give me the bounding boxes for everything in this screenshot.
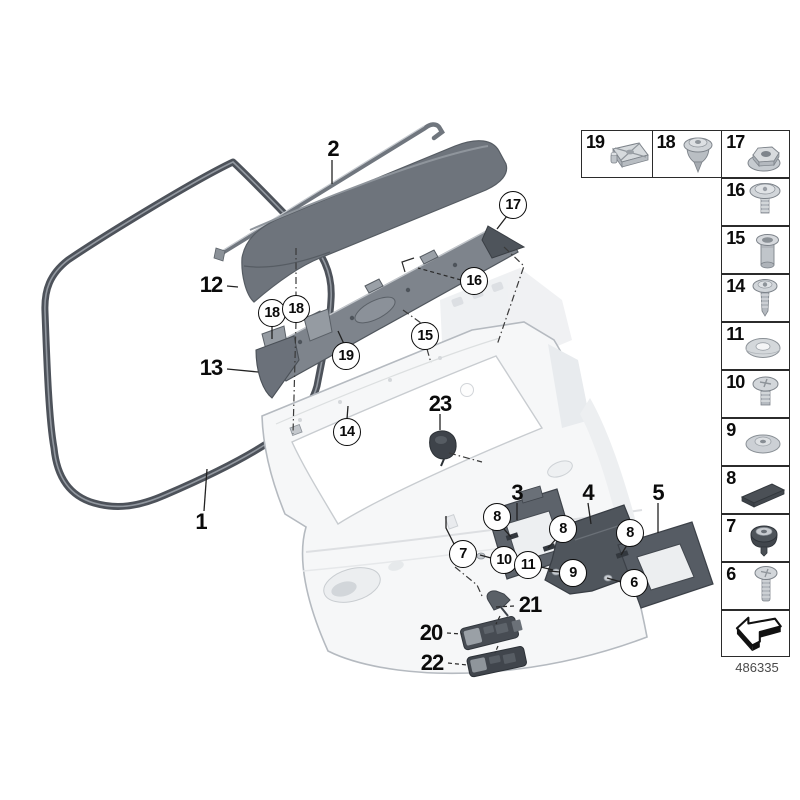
legend-cell-11[interactable]: 11 — [721, 322, 791, 370]
corner-cover-part — [255, 335, 300, 399]
callout-14[interactable]: 14 — [333, 418, 361, 446]
plate-lamp-part-20 — [460, 615, 523, 651]
legend-cell-18[interactable]: 18 — [651, 130, 723, 178]
callout-16[interactable]: 16 — [460, 267, 488, 295]
callout-12[interactable]: 12 — [199, 272, 224, 297]
legend-number: 6 — [726, 564, 736, 584]
callout-8[interactable]: 8 — [549, 515, 577, 543]
callout-13[interactable]: 13 — [199, 355, 224, 380]
callout-3[interactable]: 3 — [511, 480, 523, 505]
tailgate-body — [261, 321, 648, 675]
legend-cell-16[interactable]: 16 — [721, 178, 791, 226]
legend-cell-14[interactable]: 14 — [721, 274, 791, 322]
callout-4[interactable]: 4 — [582, 480, 594, 505]
callout-1[interactable]: 1 — [195, 509, 207, 534]
legend-cell-6[interactable]: 6 — [721, 562, 791, 610]
legend-number: 19 — [586, 132, 605, 152]
diagram-number: 486335 — [735, 660, 779, 675]
legend-number: 17 — [726, 132, 745, 152]
spoiler-trim-strip — [213, 122, 445, 262]
callout-17[interactable]: 17 — [499, 191, 527, 219]
callout-11[interactable]: 11 — [514, 551, 542, 579]
legend-number: 18 — [656, 132, 676, 152]
callout-20[interactable]: 20 — [419, 620, 444, 645]
callout-7[interactable]: 7 — [449, 540, 477, 568]
legend-cell-nav[interactable] — [721, 610, 791, 657]
callout-9[interactable]: 9 — [559, 559, 587, 587]
legend-cell-10[interactable]: 10 — [721, 370, 791, 418]
callout-21[interactable]: 21 — [518, 592, 543, 617]
legend-cell-7[interactable]: 7 — [721, 514, 791, 562]
callout-18[interactable]: 18 — [282, 295, 310, 323]
rear-spoiler-part — [241, 140, 508, 303]
callout-22[interactable]: 22 — [420, 650, 445, 675]
callout-19[interactable]: 19 — [332, 342, 360, 370]
flat-washer-icon — [745, 338, 781, 358]
legend-cell-17[interactable]: 17 — [721, 130, 791, 178]
adhesive-pad-icon — [741, 483, 786, 508]
callout-8[interactable]: 8 — [483, 503, 511, 531]
washer-head-screw-icon — [749, 183, 781, 214]
legend-number: 15 — [726, 228, 745, 248]
torx-screw-icon — [752, 279, 778, 317]
raised-washer-icon — [745, 434, 781, 454]
legend-cell-19[interactable]: 19 — [581, 130, 653, 178]
pan-head-screw-long-icon — [754, 566, 778, 602]
legend-number: 8 — [726, 468, 736, 488]
legend-number: 9 — [726, 420, 736, 440]
callout-23[interactable]: 23 — [428, 391, 453, 416]
callout-2[interactable]: 2 — [327, 136, 339, 161]
legend-number: 10 — [726, 372, 745, 392]
callout-15[interactable]: 15 — [411, 322, 439, 350]
legend-number: 16 — [726, 180, 745, 200]
spacer-sleeve-icon — [756, 234, 780, 269]
dashed-leader-lines — [417, 267, 515, 666]
pan-head-screw-short-icon — [752, 376, 779, 406]
callout-6[interactable]: 6 — [620, 569, 648, 597]
leader-lines — [203, 160, 659, 583]
clip-plate-icon — [610, 142, 649, 169]
legend-number: 11 — [726, 324, 744, 344]
flange-nut-icon — [747, 146, 781, 172]
window-aperture — [291, 355, 544, 525]
weatherstrip-seal-part — [41, 158, 335, 510]
grommet-part — [429, 430, 457, 467]
callout-5[interactable]: 5 — [652, 480, 664, 505]
bracket-part-21 — [486, 590, 511, 617]
rubber-buffer-icon — [750, 525, 778, 557]
legend-number: 7 — [726, 516, 736, 536]
legend-cell-9[interactable]: 9 — [721, 418, 791, 466]
back-arrow — [736, 616, 782, 652]
corner-mark — [401, 257, 415, 273]
legend-cell-8[interactable]: 8 — [721, 466, 791, 514]
dash-dot-construction-lines — [292, 246, 525, 597]
expanding-rivet-icon — [683, 137, 713, 174]
legend-number: 14 — [726, 276, 745, 296]
rail-corner-fin — [481, 225, 526, 259]
plate-lamp-part-22 — [466, 646, 527, 678]
callout-18[interactable]: 18 — [258, 299, 286, 327]
legend-cell-15[interactable]: 15 — [721, 226, 791, 274]
callout-8[interactable]: 8 — [616, 519, 644, 547]
